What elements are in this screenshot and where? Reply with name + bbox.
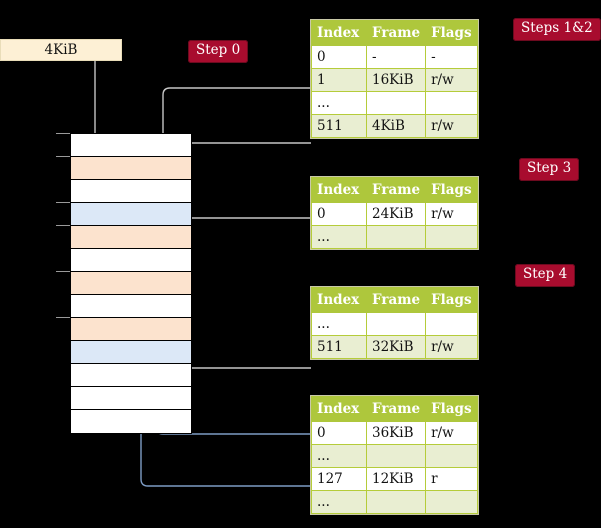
wire-t4a-row511-to-grid — [176, 306, 311, 369]
table-cell-index: ... — [311, 312, 367, 336]
wire-t3-row0-to-grid — [182, 217, 311, 292]
column-header-flags: Flags — [425, 177, 478, 203]
memory-frame-row — [71, 134, 191, 157]
column-header-index: Index — [311, 177, 367, 203]
table-cell-flags — [425, 91, 478, 115]
memory-frame-row — [71, 203, 191, 226]
table-cell-flags: r/w — [425, 202, 478, 226]
table-cell-flags: - — [425, 45, 478, 69]
memory-frame-row — [71, 410, 191, 433]
memory-row-tick — [56, 133, 70, 134]
table-cell-frame — [365, 444, 427, 468]
column-header-index: Index — [311, 287, 367, 313]
memory-row-tick — [56, 317, 70, 318]
column-header-flags: Flags — [425, 396, 478, 422]
table-cell-frame: 12KiB — [365, 467, 427, 491]
table-cell-frame — [365, 225, 427, 249]
column-header-frame: Frame — [365, 177, 427, 203]
memory-frame-row — [71, 180, 191, 203]
column-header-index: Index — [311, 396, 367, 422]
memory-frame-row — [71, 157, 191, 180]
memory-frame-row — [71, 341, 191, 364]
table-cell-frame — [365, 490, 427, 514]
table-row: ... — [311, 91, 478, 115]
memory-frame-row — [71, 272, 191, 295]
table-cell-index: ... — [311, 490, 367, 514]
table-row: ... — [311, 225, 478, 249]
table-cell-frame: 32KiB — [365, 335, 427, 359]
memory-frame-row — [71, 295, 191, 318]
table-row: 0-- — [311, 45, 478, 69]
memory-row-tick — [56, 271, 70, 272]
column-header-frame: Frame — [365, 20, 427, 46]
table-cell-index: 511 — [311, 335, 367, 359]
memory-row-tick — [56, 156, 70, 157]
table-row: ... — [311, 490, 478, 514]
table-row: ... — [311, 444, 478, 468]
table-cell-flags — [425, 312, 478, 336]
table-cell-index: ... — [311, 444, 367, 468]
table-cell-frame: 16KiB — [365, 68, 427, 92]
memory-frame-row — [71, 387, 191, 410]
physical-memory-grid — [70, 133, 192, 434]
table-cell-index: 127 — [311, 467, 367, 491]
table-cell-flags: r/w — [425, 421, 478, 445]
table-cell-index: 0 — [311, 202, 367, 226]
table-cell-index: 0 — [311, 421, 367, 445]
memory-frame-row — [71, 318, 191, 341]
table-cell-flags — [425, 225, 478, 249]
step-badge-step3: Step 3 — [519, 158, 580, 181]
table-row: ... — [311, 312, 478, 336]
table-cell-index: 0 — [311, 45, 367, 69]
table-cell-frame: - — [365, 45, 427, 69]
table-cell-index: 1 — [311, 68, 367, 92]
table-cell-flags: r/w — [425, 114, 478, 138]
memory-row-tick — [56, 225, 70, 226]
table-cell-frame: 4KiB — [365, 114, 427, 138]
column-header-frame: Frame — [365, 396, 427, 422]
table-cell-flags: r/w — [425, 68, 478, 92]
table-cell-frame: 24KiB — [365, 202, 427, 226]
step-badge-step4: Step 4 — [515, 264, 576, 287]
table-cell-flags: r/w — [425, 335, 478, 359]
table-cell-index: 511 — [311, 114, 367, 138]
column-header-flags: Flags — [425, 287, 478, 313]
table-cell-flags — [425, 444, 478, 468]
table-cell-flags — [425, 490, 478, 514]
column-header-frame: Frame — [365, 287, 427, 313]
step-badge-steps12: Steps 1&2 — [513, 18, 601, 41]
table-cell-index: ... — [311, 225, 367, 249]
wire-t1-row511-to-grid — [177, 142, 311, 246]
memory-frame-row — [71, 364, 191, 387]
source-frame-label: 4KiB — [44, 42, 78, 58]
source-frame-box: 4KiB — [0, 39, 122, 61]
memory-row-tick — [56, 202, 70, 203]
column-header-index: Index — [311, 20, 367, 46]
table-cell-flags: r — [425, 467, 478, 491]
memory-frame-row — [71, 226, 191, 249]
table-cell-frame — [365, 312, 427, 336]
column-header-flags: Flags — [425, 20, 478, 46]
memory-frame-row — [71, 249, 191, 272]
step-badge-step0: Step 0 — [188, 40, 249, 63]
table-cell-index: ... — [311, 91, 367, 115]
table-cell-frame: 36KiB — [365, 421, 427, 445]
table-cell-frame — [365, 91, 427, 115]
